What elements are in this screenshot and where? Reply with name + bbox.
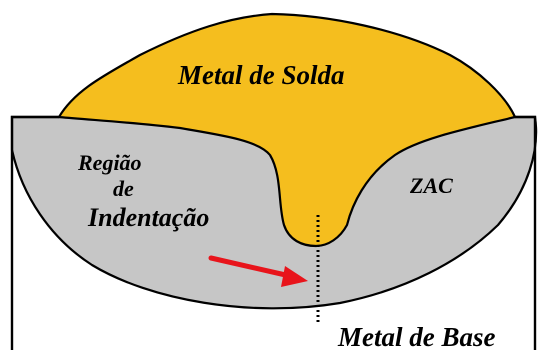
indentation-label-line2: de — [113, 176, 134, 201]
weld-metal-label: Metal de Solda — [177, 60, 345, 90]
weld-metal-region — [57, 12, 517, 248]
indentation-label-line3: Indentação — [87, 203, 209, 232]
base-metal-label: Metal de Base — [337, 322, 495, 352]
haz-label: ZAC — [409, 173, 453, 198]
base-plate-outline — [10, 115, 537, 350]
indentation-label-line1: Região — [77, 150, 142, 175]
heat-affected-zone — [10, 115, 538, 310]
indentation-region-label: Região de Indentação — [77, 150, 209, 232]
indentation-arrow — [208, 255, 308, 287]
